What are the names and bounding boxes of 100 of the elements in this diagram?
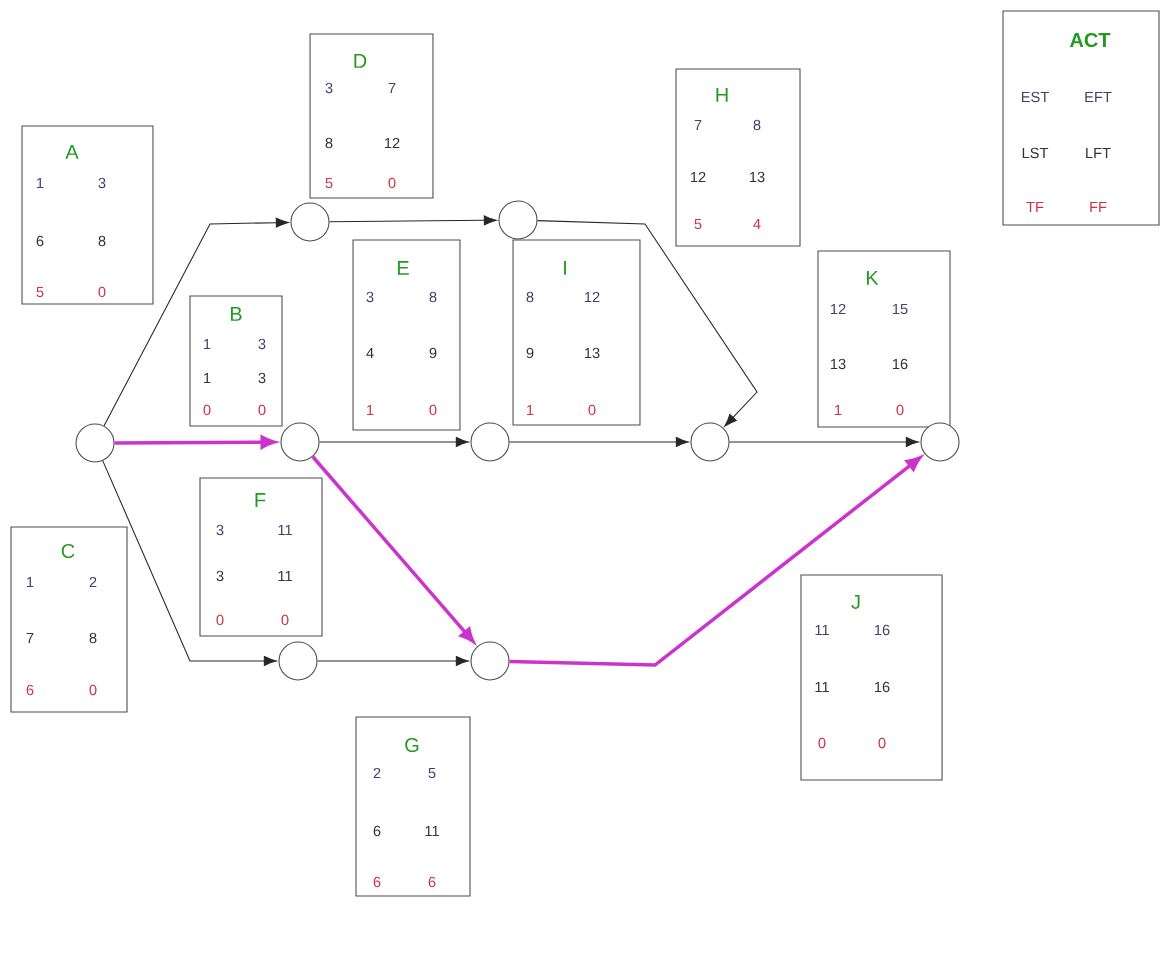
activity-box [817,250,951,428]
activity-box [355,716,471,897]
time-value: 0 [281,614,289,626]
time-value: 16 [874,681,890,693]
arrow [729,437,919,447]
time-value: 8 [325,137,333,149]
time-value: 12 [690,171,706,183]
event-circle [470,422,510,462]
time-value: 0 [89,684,97,696]
time-value: 9 [526,347,534,359]
event-circle [278,641,318,681]
time-value: 6 [373,876,381,888]
time-value: EST [1021,91,1049,103]
event-circle [290,202,330,242]
arrow [329,215,497,226]
time-value: 3 [216,524,224,536]
time-value: 7 [388,82,396,94]
time-value: 1 [204,338,211,350]
time-value: 16 [874,624,890,636]
time-value: LST [1022,147,1049,159]
time-value: 8 [753,119,761,131]
time-value: 0 [588,404,596,416]
time-value: 12 [384,137,400,149]
activity-letter: I [564,261,566,275]
time-value: 15 [892,303,908,315]
time-value: 7 [694,119,702,131]
time-value: 5 [694,218,702,230]
activity-letter: D [354,54,367,68]
activity-box [352,239,461,431]
time-value: 3 [216,570,224,582]
time-value: 9 [429,347,437,359]
activity-box [21,125,154,305]
arrow [509,437,689,447]
activity-letter: H [716,88,728,102]
activity-letter: G [405,737,419,753]
time-value: 8 [89,632,97,644]
activity-letter: E [397,261,409,275]
activity-box [309,33,434,199]
activity-box [675,68,801,247]
legend-box [1002,10,1160,226]
time-value: 2 [373,767,381,779]
time-value: 0 [896,404,904,416]
activity-letter: K [866,271,879,285]
event-circle [920,422,960,462]
activity-letter: C [61,543,75,559]
time-value: 8 [429,291,437,303]
arrow [319,437,469,447]
time-value: 5 [325,177,333,189]
arrow [103,217,289,427]
activity-box [10,526,128,713]
time-value: 0 [203,404,211,416]
time-value: 3 [98,177,106,189]
time-value: 11 [278,570,292,582]
time-value: 5 [428,767,436,779]
time-value: 13 [584,347,600,359]
time-value: 0 [429,404,437,416]
time-value: 11 [425,825,439,837]
time-value: 11 [815,624,829,636]
time-value: 3 [366,291,374,303]
activity-box [800,574,943,781]
time-value: 0 [216,614,224,626]
time-value: 0 [878,737,886,749]
time-value: 11 [815,681,829,693]
arrow [102,460,277,666]
time-value: 0 [98,286,106,298]
activity-box [199,477,323,637]
time-value: 13 [830,358,846,370]
event-circle [280,422,320,462]
time-value: EFT [1085,91,1112,103]
time-value: 8 [526,291,534,303]
activity-box [512,239,641,426]
time-value: 1 [204,372,211,384]
arrow [509,456,922,667]
time-value: TF [1026,201,1044,213]
time-value: 0 [818,737,826,749]
time-value: 7 [26,632,34,644]
activity-box [189,295,283,427]
time-value: 1 [527,404,534,416]
time-value: 3 [325,82,333,94]
event-circle [470,641,510,681]
time-value: FF [1090,201,1107,213]
event-circle [690,422,730,462]
activity-letter: B [230,307,242,321]
time-value: 1 [27,576,34,588]
time-value: 6 [373,825,381,837]
time-value: 12 [584,291,600,303]
time-value: 4 [366,347,374,359]
time-value: 1 [835,404,842,416]
time-value: 12 [830,303,846,315]
time-value: 16 [892,358,908,370]
time-value: 3 [258,372,266,384]
time-value: 3 [258,338,266,350]
time-value: 11 [278,524,292,536]
arrow [317,656,469,666]
time-value: 6 [428,876,436,888]
activity-letter: ACT [1069,32,1111,48]
activity-letter: F [255,493,266,507]
time-value: 13 [749,171,765,183]
time-value: 0 [388,177,396,189]
event-circle [75,423,115,463]
